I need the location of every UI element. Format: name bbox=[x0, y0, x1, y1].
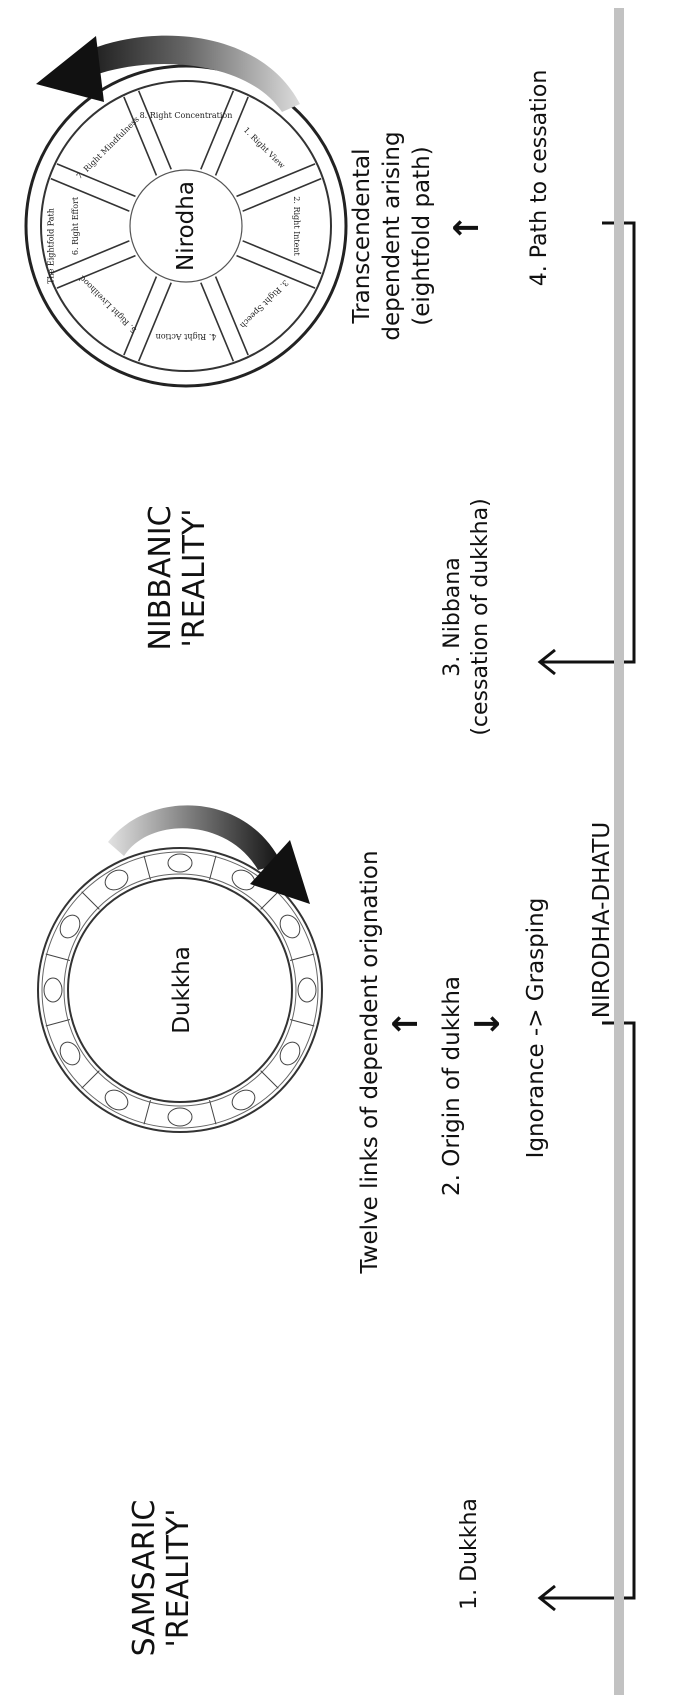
ornament-divider bbox=[289, 1019, 315, 1027]
ignorance-grasping-text: Ignorance -> Grasping bbox=[523, 897, 549, 1159]
transcendental-line3: (eightfold path) bbox=[409, 146, 435, 326]
transcendental-line2: dependent arising bbox=[379, 131, 405, 341]
wheel-spoke-edge bbox=[56, 254, 136, 289]
ornament-divider bbox=[289, 953, 315, 961]
ornament-medallion bbox=[167, 1107, 193, 1127]
item-dukkha: 1. Dukkha bbox=[457, 1498, 482, 1610]
eightfold-spoke-label: 8. Right Concentration bbox=[140, 111, 233, 120]
nibbanic-reality-title: NIBBANIC 'REALITY' bbox=[143, 505, 212, 651]
ornament-divider bbox=[260, 1070, 279, 1089]
eightfold-spoke-label: 2. Right Intent bbox=[292, 196, 301, 256]
ornament-medallion bbox=[297, 977, 317, 1003]
item-origin-of-dukkha: 2. Origin of dukkha bbox=[439, 975, 465, 1197]
item-path-to-cessation: 4. Path to cessation bbox=[527, 69, 552, 287]
wheel-spoke-edge bbox=[137, 90, 172, 170]
ornament-divider bbox=[45, 1019, 71, 1027]
wheel-spoke-edge bbox=[236, 254, 316, 289]
eightfold-spoke-label: 6. Right Effort bbox=[71, 196, 80, 255]
arrow-to-eightfold: ↑ bbox=[447, 213, 487, 243]
wheel-spoke-edge bbox=[242, 240, 322, 275]
dukkha-label: Dukkha bbox=[169, 946, 195, 1034]
ornament-medallion bbox=[43, 977, 63, 1003]
ornament-medallion bbox=[59, 914, 81, 939]
ornament-divider bbox=[209, 1099, 217, 1125]
wheel-spoke-edge bbox=[236, 163, 316, 198]
wheel-spoke-edge bbox=[137, 282, 172, 362]
ornament-divider bbox=[143, 1099, 151, 1125]
ornament-medallion bbox=[104, 1089, 129, 1111]
nirodha-dhatu-label: NIRODHA-DHATU bbox=[589, 821, 615, 1019]
dukkha-wheel bbox=[37, 847, 323, 1133]
eightfold-title: The Eightfold Path bbox=[46, 208, 56, 284]
wheel-spoke-edge bbox=[50, 240, 130, 275]
nibbanic-title-line1: NIBBANIC bbox=[143, 505, 178, 651]
wheel-spoke-edge bbox=[214, 276, 249, 356]
arrow-to-grasping: ↓ bbox=[468, 1009, 508, 1039]
twelve-links-text: Twelve links of dependent orignation bbox=[357, 850, 383, 1274]
ornament-divider bbox=[209, 855, 217, 881]
transcendental-text: Transcendental dependent arising (eightf… bbox=[347, 131, 437, 340]
ornament-medallion bbox=[279, 1041, 301, 1066]
ornament-medallion bbox=[59, 1041, 81, 1066]
ornament-divider bbox=[81, 891, 100, 910]
wheel-spoke-edge bbox=[123, 276, 158, 356]
nirodha-label: Nirodha bbox=[173, 181, 199, 271]
ornament-medallion bbox=[104, 869, 129, 891]
ornament-medallion bbox=[167, 853, 193, 873]
nirodha-curved-arrow bbox=[36, 35, 300, 112]
dukkha-curved-arrow bbox=[108, 805, 310, 904]
wheel-spoke-edge bbox=[56, 163, 136, 198]
nibbanic-title-line2: 'REALITY' bbox=[177, 508, 212, 648]
ornament-medallion bbox=[279, 914, 301, 939]
wheel-spoke-edge bbox=[200, 90, 235, 170]
item-nibbana-line2: (cessation of dukkha) bbox=[468, 498, 493, 736]
item-nibbana-line1: 3. Nibbana bbox=[440, 557, 465, 677]
item-nibbana: 3. Nibbana (cessation of dukkha) bbox=[439, 498, 495, 735]
arrow-to-twelve-links: ↑ bbox=[386, 1009, 426, 1039]
samsaric-title-line2: 'REALITY' bbox=[161, 1508, 196, 1648]
transcendental-line1: Transcendental bbox=[349, 148, 375, 324]
ornament-medallion bbox=[231, 869, 256, 891]
wheel-spoke-edge bbox=[214, 96, 249, 176]
ornament-medallion bbox=[231, 1089, 256, 1111]
samsaric-title-line1: SAMSARIC bbox=[127, 1499, 162, 1657]
nirodha-dhatu-bar bbox=[614, 8, 624, 1695]
wheel-spoke-edge bbox=[200, 282, 235, 362]
wheel-spoke-edge bbox=[242, 177, 322, 212]
wheel-spoke-edge bbox=[50, 177, 130, 212]
ornament-divider bbox=[143, 855, 151, 881]
ornament-divider bbox=[260, 891, 279, 910]
ornament-divider bbox=[81, 1070, 100, 1089]
ornament-divider bbox=[45, 953, 71, 961]
samsaric-reality-title: SAMSARIC 'REALITY' bbox=[127, 1499, 196, 1657]
eightfold-spoke-label: 4. Right Action bbox=[156, 332, 217, 341]
wheel-spoke-edge bbox=[123, 96, 158, 176]
